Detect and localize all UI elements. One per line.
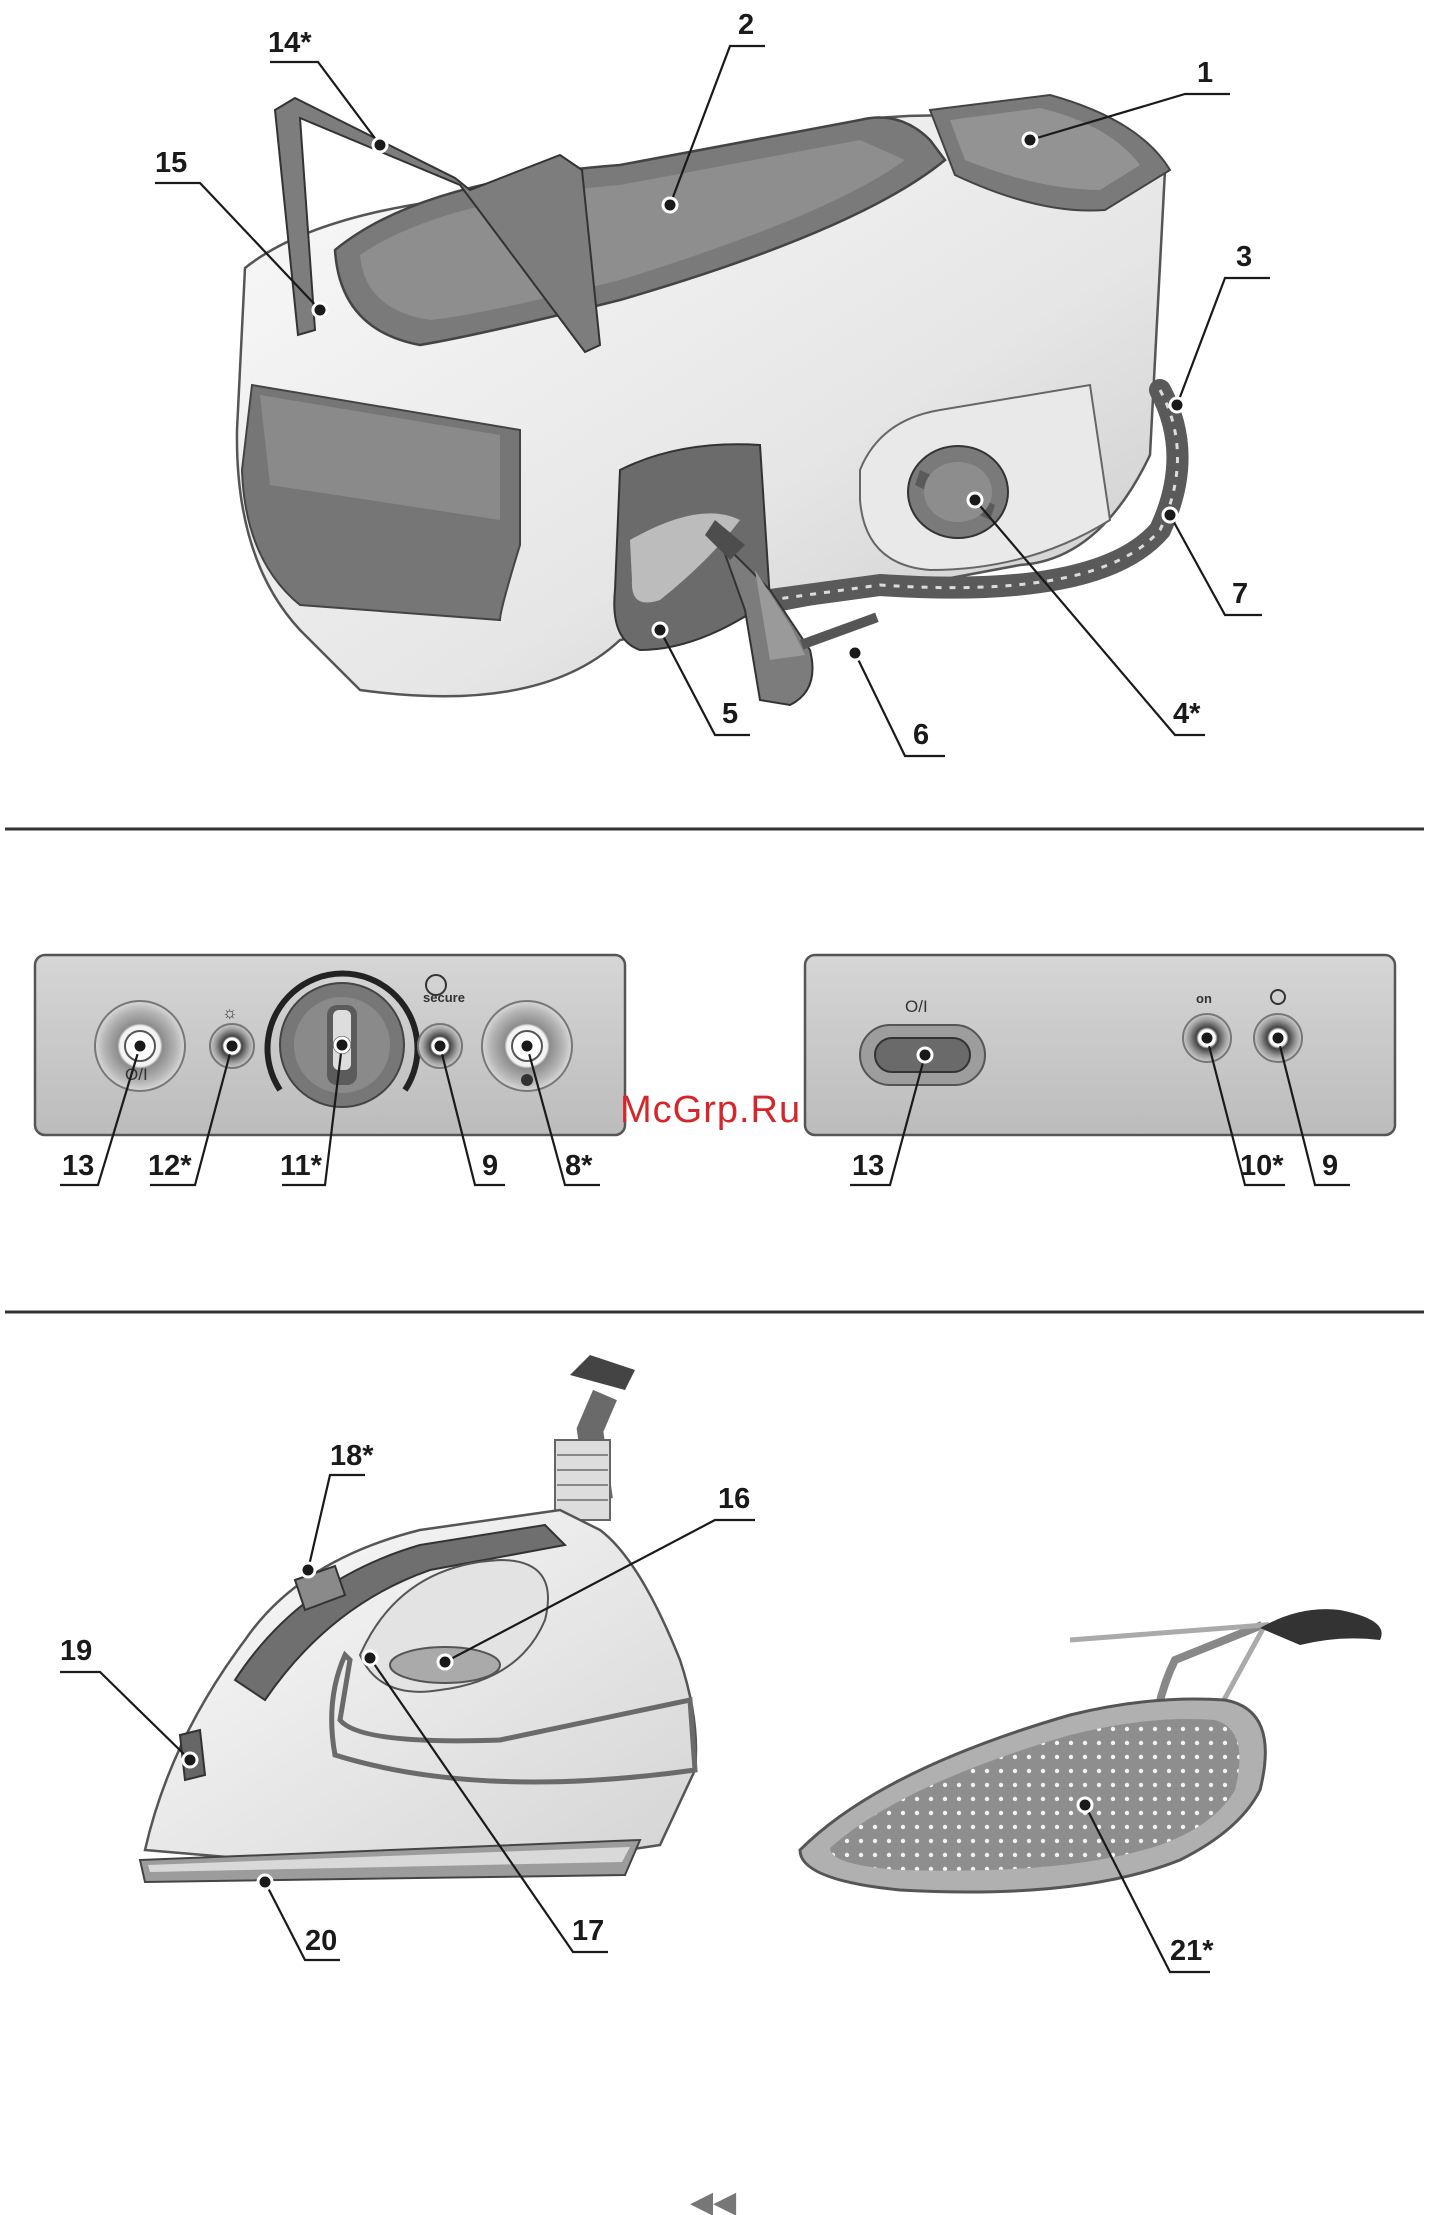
label-13-right: 13	[852, 1150, 884, 1182]
label-15: 15	[155, 147, 187, 179]
label-11: 11*	[280, 1150, 323, 1182]
label-8: 8*	[565, 1150, 593, 1182]
label-12: 12*	[148, 1150, 192, 1182]
label-1: 1	[1197, 57, 1213, 89]
label-9-left: 9	[482, 1150, 498, 1182]
label-21: 21*	[1170, 1935, 1214, 1967]
label-9-right: 9	[1322, 1150, 1338, 1182]
label-17: 17	[572, 1915, 604, 1947]
label-14: 14*	[268, 27, 312, 59]
label-19: 19	[60, 1635, 92, 1667]
label-20: 20	[305, 1925, 337, 1957]
steam-icon	[521, 1074, 533, 1086]
panel-right-switch-label: O/I	[905, 997, 928, 1016]
label-3: 3	[1236, 241, 1252, 273]
control-panel-right: O/I on	[805, 955, 1395, 1135]
protective-shoe	[800, 1609, 1382, 1892]
label-7: 7	[1232, 578, 1248, 610]
steam-station-base	[237, 95, 1178, 705]
control-panel-left: O/I ☼ secure	[35, 955, 625, 1135]
label-5: 5	[722, 698, 738, 730]
steam-knob	[908, 446, 1008, 538]
sun-icon: ☼	[222, 1003, 238, 1022]
label-2: 2	[738, 9, 754, 41]
watermark: McGrp.Ru	[620, 1089, 801, 1131]
label-18: 18*	[330, 1440, 374, 1472]
panel-right-on-label: on	[1196, 991, 1212, 1006]
label-4: 4*	[1173, 698, 1201, 730]
label-10: 10*	[1240, 1150, 1284, 1182]
iron	[140, 1355, 696, 1882]
label-6: 6	[913, 719, 929, 751]
label-16: 16	[718, 1483, 750, 1515]
label-13-left: 13	[62, 1150, 94, 1182]
page-marker: ◀◀	[690, 2185, 736, 2215]
